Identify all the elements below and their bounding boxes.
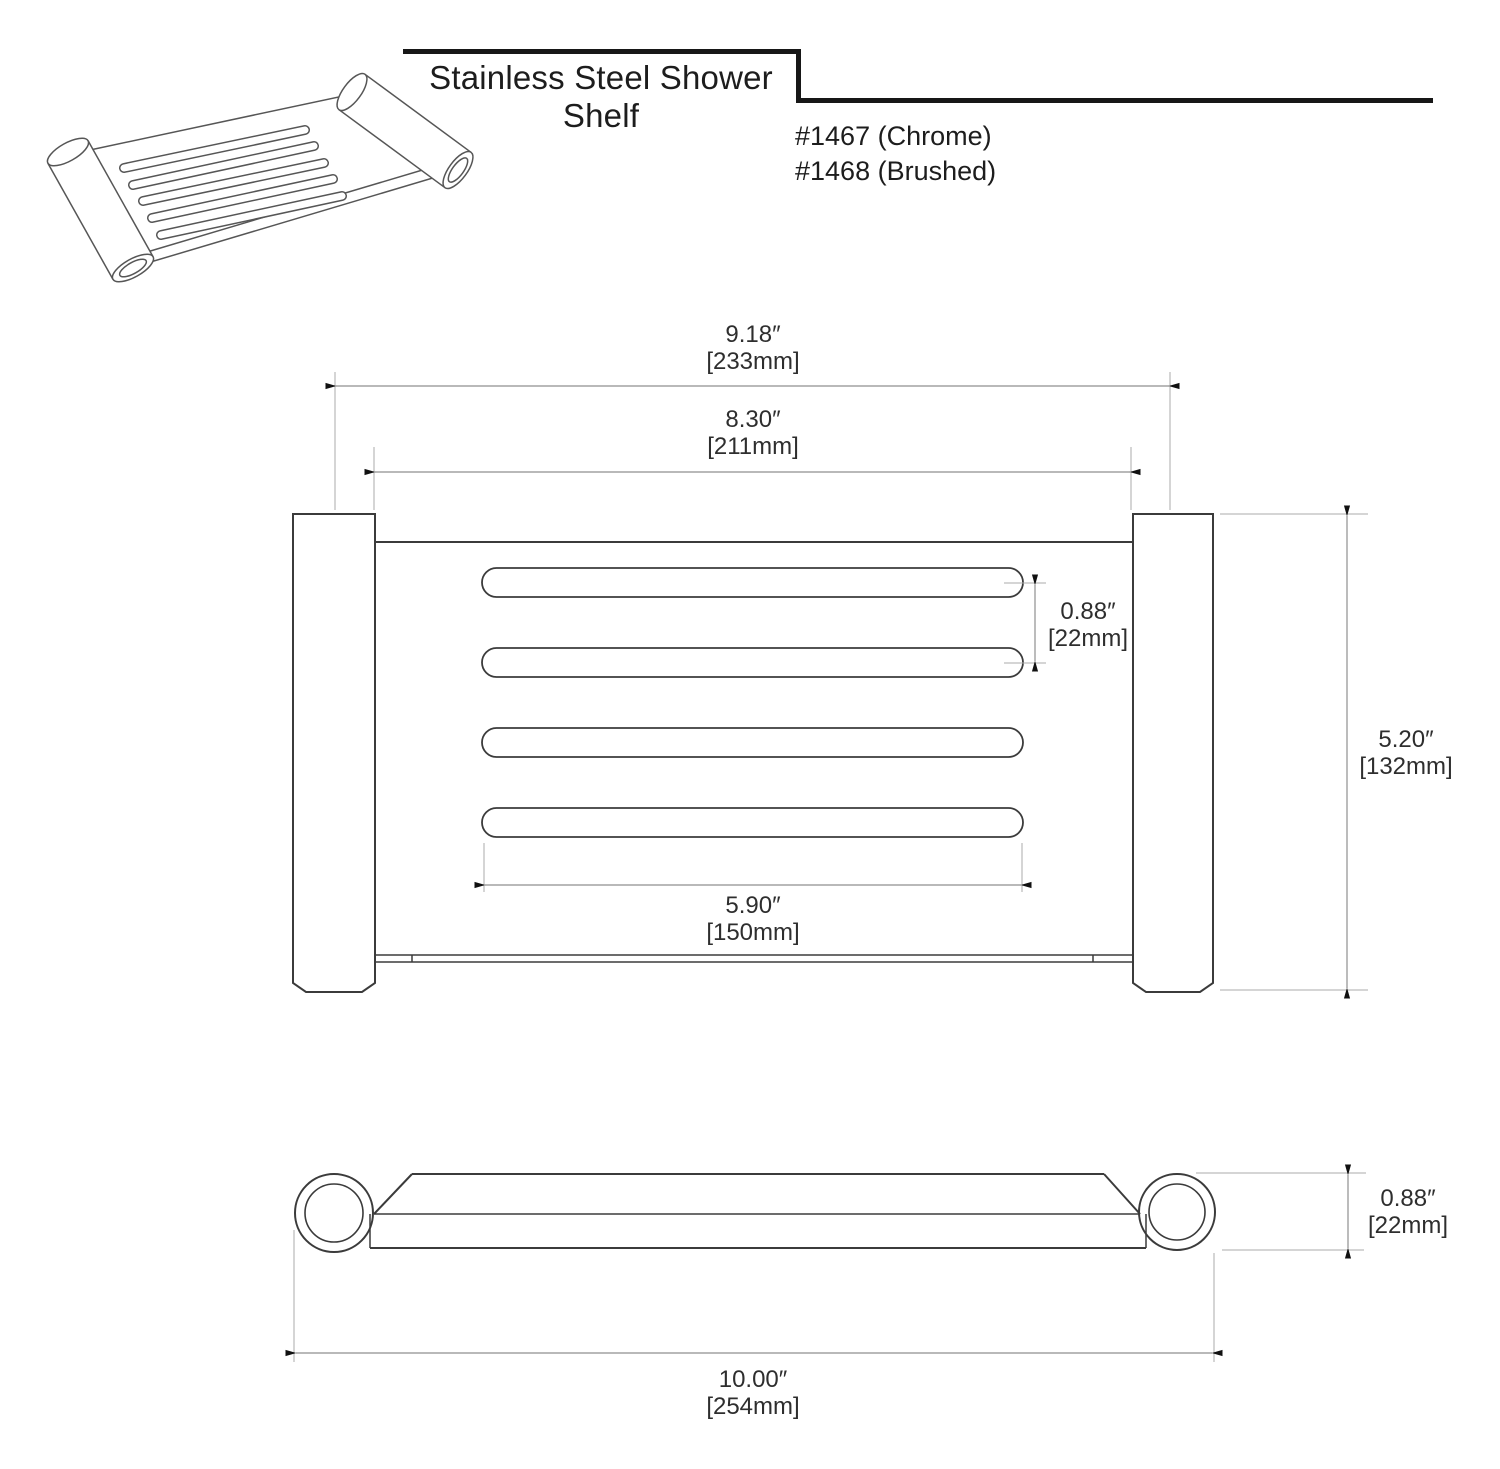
iso-right-rail: [336, 72, 474, 190]
left-mount-ring-outer: [294, 1173, 374, 1253]
dim-label-slot-spacing: 0.88″ [22mm]: [1047, 598, 1129, 652]
dim-label-depth: 10.00″ [254mm]: [706, 1366, 800, 1420]
iso-left-rail: [46, 137, 155, 283]
right-mount-ring-inner: [1148, 1183, 1206, 1241]
bottom-rail: [374, 954, 1134, 963]
slot-4: [481, 807, 1024, 838]
model-number-chrome: #1467 (Chrome): [795, 121, 992, 151]
dim-label-slot-length: 5.90″ [150mm]: [706, 892, 800, 946]
model-numbers: #1467 (Chrome) #1468 (Brushed): [795, 119, 996, 189]
model-number-brushed: #1468 (Brushed): [795, 156, 997, 186]
left-post: [292, 513, 376, 993]
front-view: [292, 513, 1214, 993]
dim-label-overall-width: 9.18″ [233mm]: [706, 321, 800, 375]
slot-1: [481, 567, 1024, 598]
dim-label-height: 5.20″ [132mm]: [1359, 726, 1453, 780]
page-title: Stainless Steel Shower Shelf: [429, 59, 773, 134]
extension-lines: [293, 372, 1368, 1362]
isometric-view: [46, 72, 474, 283]
title-rule-step: [796, 49, 801, 103]
side-view: [294, 1173, 1216, 1253]
left-mount-ring-inner: [304, 1183, 364, 1243]
dim-label-thickness: 0.88″ [22mm]: [1367, 1185, 1449, 1239]
right-post: [1132, 513, 1214, 993]
drain-slots: [481, 567, 1024, 838]
title-rule-right: [796, 98, 1433, 103]
slot-3: [481, 727, 1024, 758]
right-mount-ring-outer: [1138, 1173, 1216, 1251]
dimension-lines: [285, 382, 1352, 1357]
slot-2: [481, 647, 1024, 678]
dim-label-inner-width: 8.30″ [211mm]: [707, 406, 799, 460]
iso-drain-slots: [119, 125, 347, 240]
title-rule-left: [403, 49, 801, 54]
